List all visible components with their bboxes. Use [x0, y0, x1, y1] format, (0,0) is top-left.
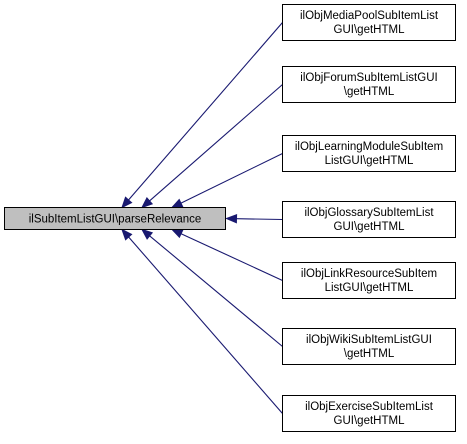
- caller-node-label-line: ilObjMediaPoolSubItemList: [300, 10, 439, 22]
- caller-node-label-line: GUI\getHTML: [334, 221, 406, 233]
- caller-node-label-line: \getHTML: [344, 86, 395, 98]
- caller-node-label-line: GUI\getHTML: [334, 24, 406, 36]
- call-edge: [128, 236, 283, 414]
- caller-node-label-line: ilObjGlossarySubItemList: [304, 207, 434, 219]
- graph-nodes: ilSubItemListGUI\parseRelevance ilObjMed…: [4, 4, 456, 432]
- caller-node-label-line: \getHTML: [344, 348, 395, 360]
- edge-arrowhead: [170, 228, 184, 239]
- edge-arrowhead: [170, 198, 184, 209]
- caller-node-label-line: ListGUI\getHTML: [325, 155, 414, 167]
- caller-node-label-line: ilObjLinkResourceSubItem: [301, 268, 437, 280]
- caller-node-box[interactable]: [282, 328, 456, 365]
- call-edge: [180, 233, 283, 281]
- caller-node-label-line: ilObjLearningModuleSubItem: [295, 141, 443, 153]
- caller-node[interactable]: ilObjWikiSubItemListGUI \getHTML: [282, 328, 456, 365]
- edge-arrowhead: [121, 228, 133, 241]
- caller-node[interactable]: ilObjForumSubItemListGUI \getHTML: [282, 66, 456, 103]
- root-node-label: ilSubItemListGUI\parseRelevance: [29, 214, 202, 226]
- caller-node-label-line: GUI\getHTML: [334, 415, 406, 427]
- caller-node-box[interactable]: [282, 4, 456, 41]
- root-node-box[interactable]: [4, 207, 226, 230]
- caller-node-box[interactable]: [282, 201, 456, 238]
- caller-node-label-line: ilObjWikiSubItemListGUI: [306, 334, 432, 346]
- call-edge: [149, 84, 283, 202]
- call-edge: [149, 235, 283, 347]
- edge-arrowhead: [225, 213, 238, 224]
- edge-arrowhead: [140, 228, 154, 240]
- caller-node-box[interactable]: [282, 395, 456, 432]
- caller-node[interactable]: ilObjLearningModuleSubItemListGUI\getHTM…: [282, 135, 456, 172]
- caller-node-label-line: ilObjExerciseSubItemList: [305, 401, 434, 413]
- call-edge: [236, 218, 283, 221]
- caller-node-box[interactable]: [282, 135, 456, 172]
- call-edges: [121, 22, 283, 414]
- caller-node-box[interactable]: [282, 262, 456, 299]
- caller-node-label-line: ListGUI\getHTML: [325, 282, 414, 294]
- call-edge: [128, 22, 283, 201]
- caller-node-box[interactable]: [282, 66, 456, 103]
- edge-arrowhead: [140, 197, 154, 209]
- edge-arrowhead: [121, 196, 133, 209]
- caller-node-label-line: ilObjForumSubItemListGUI: [300, 72, 437, 84]
- call-edge: [180, 153, 283, 204]
- root-node[interactable]: ilSubItemListGUI\parseRelevance: [4, 207, 226, 230]
